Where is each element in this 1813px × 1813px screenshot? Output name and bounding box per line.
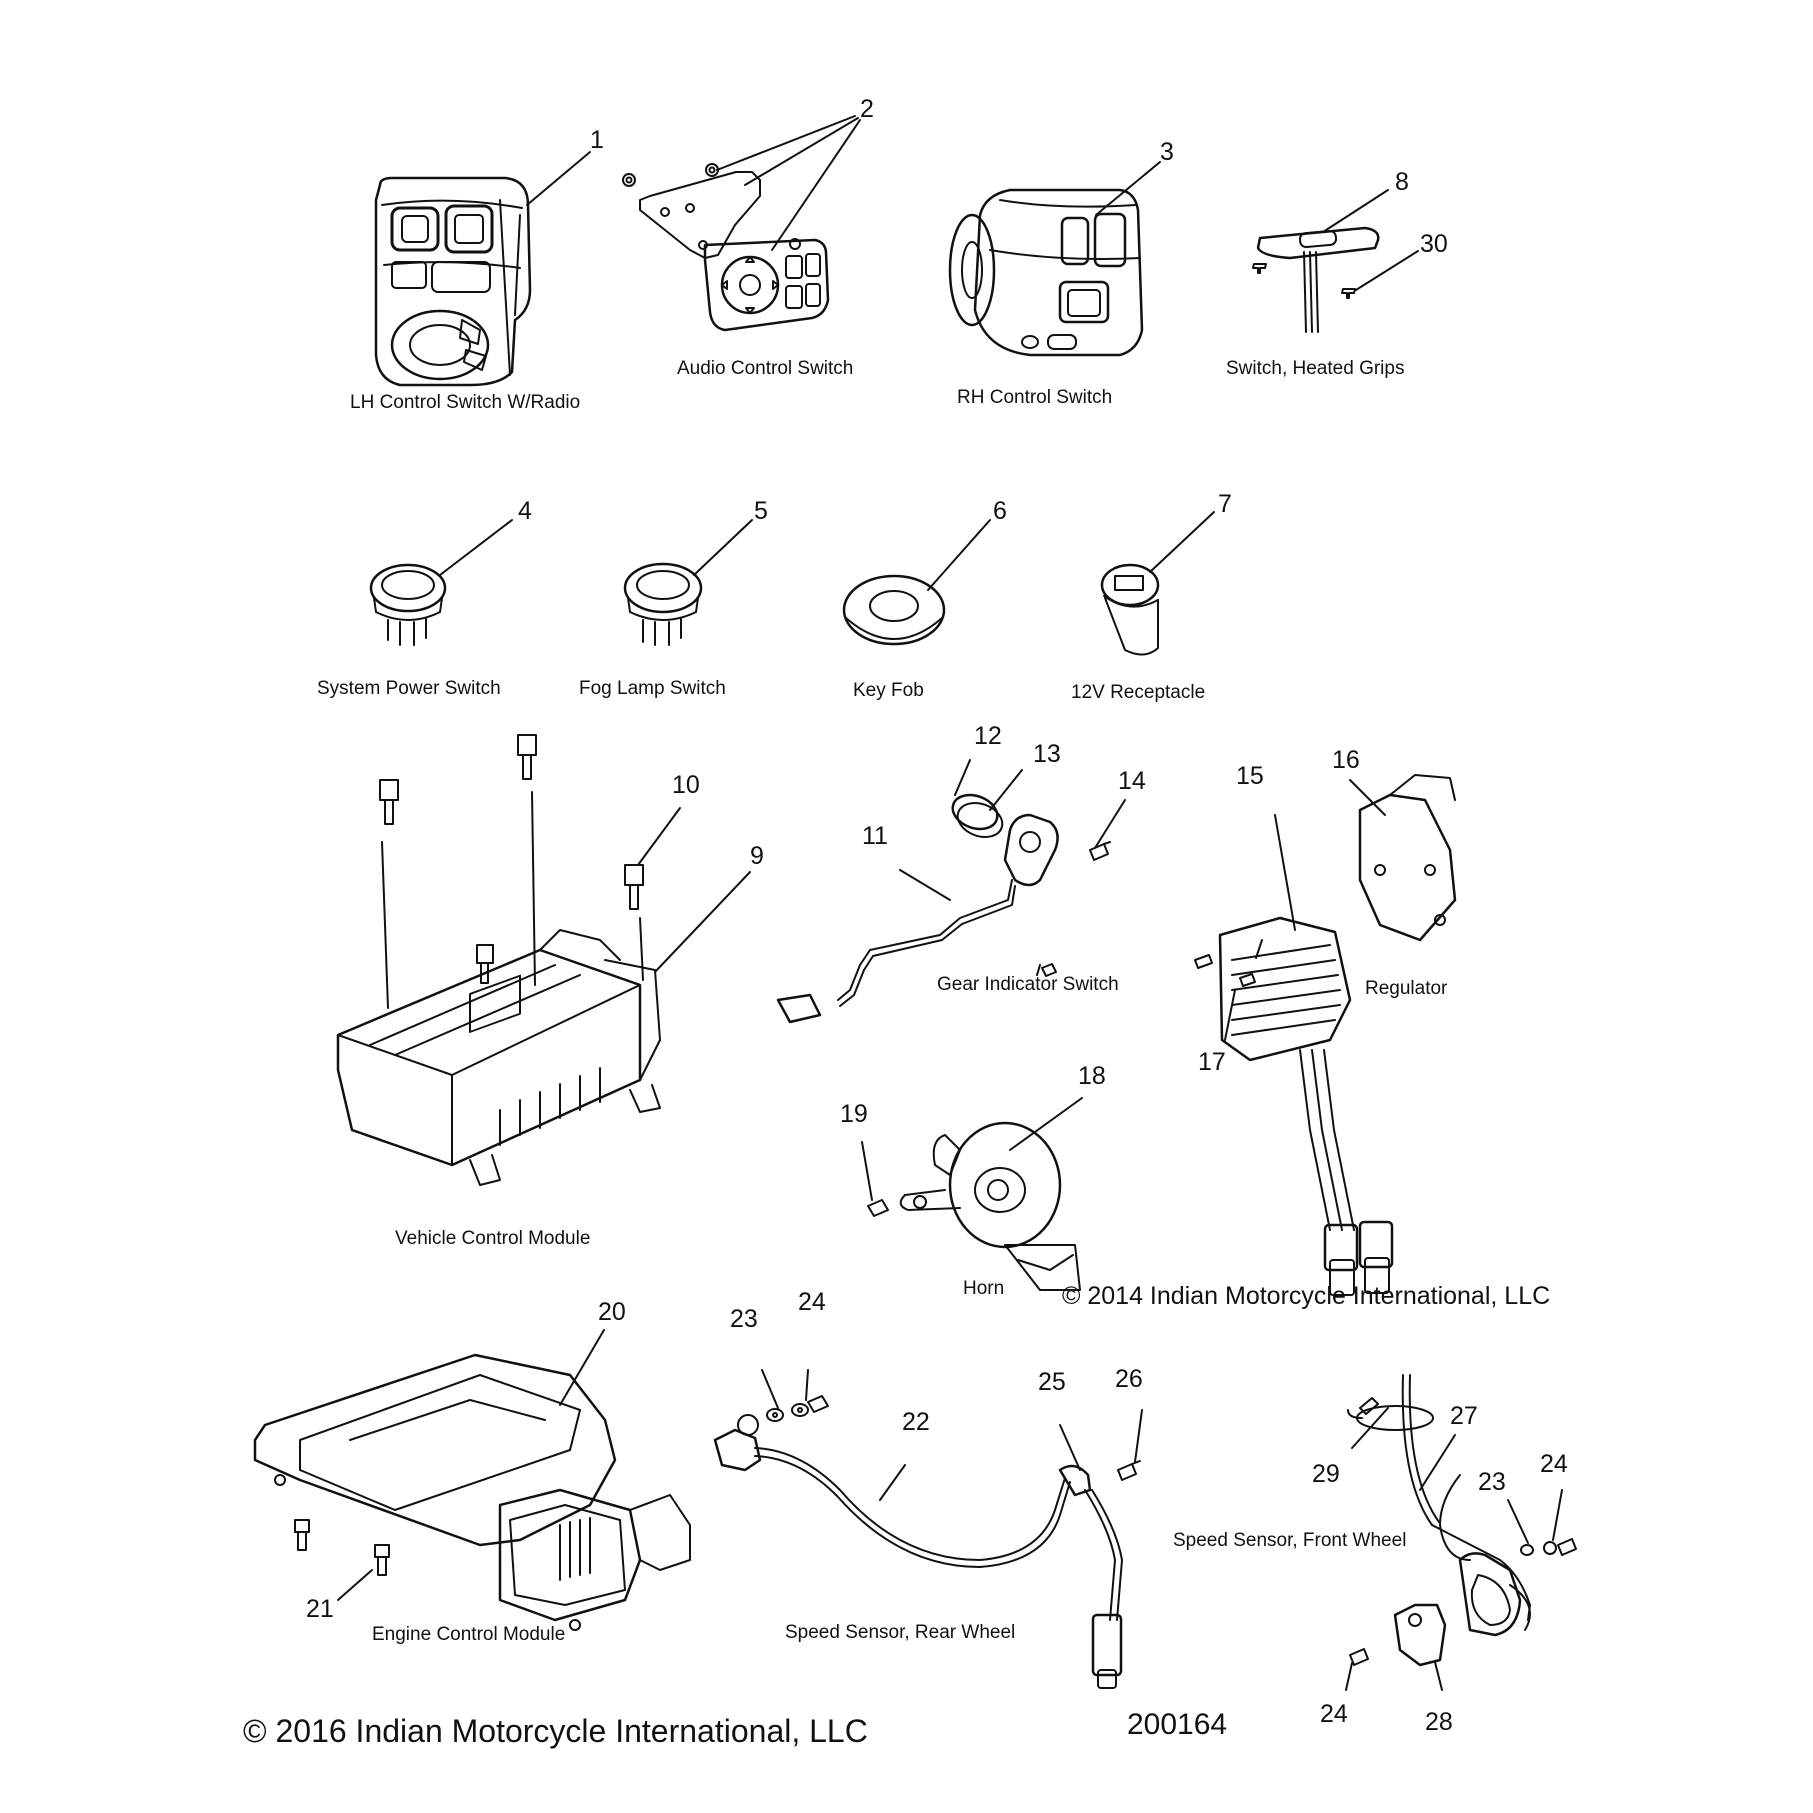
- callout-14: 14: [1118, 767, 1146, 795]
- callout-23a: 23: [730, 1305, 758, 1333]
- callout-26: 26: [1115, 1365, 1143, 1393]
- caption-speed-sensor-rear-wheel: Speed Sensor, Rear Wheel: [785, 1622, 1016, 1643]
- callout-16: 16: [1332, 746, 1360, 774]
- callout-13: 13: [1033, 740, 1061, 768]
- caption-regulator: Regulator: [1365, 978, 1448, 999]
- callout-18: 18: [1078, 1062, 1106, 1090]
- caption-lh-control-switch: LH Control Switch W/Radio: [350, 392, 581, 413]
- callout-19: 19: [840, 1100, 868, 1128]
- caption-receptacle: 12V Receptacle: [1071, 682, 1206, 703]
- callout-24c: 24: [1320, 1700, 1348, 1728]
- caption-fog-lamp-switch: Fog Lamp Switch: [579, 678, 726, 699]
- fog-lamp-switch-drawing: [623, 562, 703, 646]
- rh-control-switch-drawing: [948, 188, 1144, 357]
- gear-indicator-switch-drawing: [776, 793, 1111, 1024]
- callout-17: 17: [1198, 1048, 1226, 1076]
- lh-control-switch-drawing: [374, 176, 532, 387]
- system-power-switch-drawing: [369, 563, 447, 646]
- regulator-drawing: [1194, 774, 1457, 1296]
- document-id: 200164: [1127, 1708, 1228, 1741]
- caption-rh-control-switch: RH Control Switch: [957, 387, 1113, 408]
- callout-6: 6: [993, 497, 1007, 525]
- callout-22: 22: [902, 1408, 930, 1436]
- callout-2: 2: [860, 95, 874, 123]
- callout-25: 25: [1038, 1368, 1066, 1396]
- caption-key-fob: Key Fob: [853, 680, 924, 701]
- caption-gear-indicator-switch: Gear Indicator Switch: [937, 974, 1119, 995]
- callout-30: 30: [1420, 230, 1448, 258]
- callout-23b: 23: [1478, 1468, 1506, 1496]
- callout-15: 15: [1236, 762, 1264, 790]
- vehicle-control-module-drawing: [336, 734, 661, 1186]
- audio-control-switch-drawing: [622, 163, 830, 332]
- receptacle-drawing: [1100, 563, 1160, 656]
- caption-engine-control-module: Engine Control Module: [372, 1624, 566, 1645]
- callout-7: 7: [1218, 490, 1232, 518]
- callout-3: 3: [1160, 138, 1174, 166]
- callout-24a: 24: [798, 1288, 826, 1316]
- key-fob-drawing: [842, 574, 946, 646]
- horn-drawing: [867, 1121, 1081, 1291]
- caption-system-power-switch: System Power Switch: [317, 678, 501, 699]
- caption-speed-sensor-front-wheel: Speed Sensor, Front Wheel: [1173, 1530, 1407, 1551]
- engine-control-module-drawing: [253, 1353, 691, 1631]
- caption-horn: Horn: [963, 1278, 1005, 1299]
- callout-10: 10: [672, 771, 700, 799]
- callout-28: 28: [1425, 1708, 1453, 1736]
- callout-8: 8: [1395, 168, 1409, 196]
- copyright-2016: © 2016 Indian Motorcycle International, …: [243, 1713, 868, 1749]
- speed-sensor-rear-drawing: [713, 1395, 1141, 1689]
- callout-21: 21: [306, 1595, 334, 1623]
- callout-5: 5: [754, 497, 768, 525]
- callout-29: 29: [1312, 1460, 1340, 1488]
- caption-heated-grips-switch: Switch, Heated Grips: [1226, 358, 1405, 379]
- callout-20: 20: [598, 1298, 626, 1326]
- callout-27: 27: [1450, 1402, 1478, 1430]
- callout-24b: 24: [1540, 1450, 1568, 1478]
- caption-audio-control-switch: Audio Control Switch: [677, 358, 854, 379]
- callout-9: 9: [750, 842, 764, 870]
- caption-vehicle-control-module: Vehicle Control Module: [395, 1228, 591, 1249]
- callout-1: 1: [590, 126, 604, 154]
- speed-sensor-front-drawing: [1347, 1374, 1577, 1667]
- callout-11: 11: [862, 822, 888, 850]
- heated-grips-switch-drawing: [1252, 226, 1380, 333]
- copyright-2014: © 2014 Indian Motorcycle International, …: [1062, 1282, 1551, 1310]
- callout-12: 12: [974, 722, 1002, 750]
- callout-4: 4: [518, 497, 532, 525]
